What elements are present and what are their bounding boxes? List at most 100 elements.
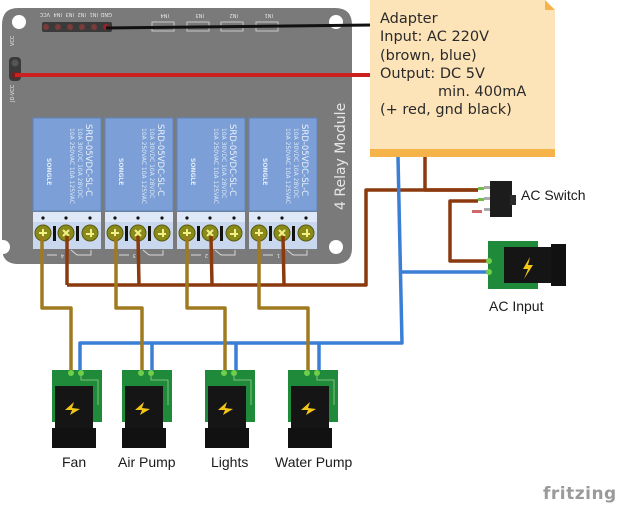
relay-rating-ac: 10A 250VAC 10A 125VAC [284, 128, 291, 204]
relay-body [248, 117, 318, 212]
wire-brown-relay3 [136, 235, 141, 286]
note-line-2: Input: AC 220V [380, 29, 489, 45]
relay-rating-dc: 10A 30VDC 10A 28VDC [76, 128, 83, 198]
relay-rating-ac: 10A 250VAC 10A 125VAC [140, 128, 147, 204]
relay-brand: SONGLE [45, 158, 52, 185]
power-bolt-icon [301, 402, 316, 415]
ac-input[interactable]: AC Input [486, 241, 566, 314]
relay-channel: 1 [277, 252, 280, 258]
outlet-jack [55, 386, 93, 430]
note-line-1: Adapter [380, 11, 438, 27]
outlet-label: Lights [211, 454, 248, 470]
relay-rating-ac: 10A 250VAC 10A 125VAC [68, 128, 75, 204]
outlet-fan[interactable]: Fan [52, 370, 102, 470]
relay-model: SRD-05VDC-SL-C [83, 124, 93, 196]
note-line-3: (brown, blue) [380, 48, 477, 64]
mount-hole [0, 240, 10, 254]
mount-hole [12, 15, 26, 29]
note-corner [545, 0, 555, 10]
pin-label-jd-vcc: JD-VCC [10, 84, 16, 103]
ac-input-label: AC Input [489, 298, 544, 314]
ac-switch-label: AC Switch [521, 187, 586, 203]
outlet-jack [125, 386, 163, 430]
wire-brown-relay1 [281, 235, 286, 286]
relay-channel: 4 [61, 252, 64, 258]
relay-silkscreen [47, 249, 92, 256]
outlet-jack-base [205, 428, 249, 448]
pin-label-vcc: VCC [39, 11, 50, 17]
led-label-in1: IN1 [265, 12, 273, 18]
relay-brand: SONGLE [189, 158, 196, 185]
ac-switch[interactable]: AC Switch [472, 181, 586, 217]
power-bolt-icon [65, 402, 80, 415]
led-label-in3: IN3 [196, 12, 204, 18]
note-body [370, 0, 555, 157]
adapter-note[interactable]: Adapter Input: AC 220V (brown, blue) Out… [370, 0, 555, 157]
pin-label-in1: IN1 [90, 11, 98, 17]
relay-model: SRD-05VDC-SL-C [227, 124, 237, 196]
wire-brown-switch-input [448, 199, 487, 263]
relay-rating-dc: 10A 30VDC 10A 28VDC [292, 128, 299, 198]
module-title: 4 Relay Module [333, 103, 349, 210]
outlet-label: Water Pump [275, 454, 352, 470]
pin-label-in4: IN4 [54, 11, 62, 17]
relay-silkscreen [119, 249, 164, 256]
relay-model: SRD-05VDC-SL-C [299, 124, 309, 196]
note-line-4: Output: DC 5V [380, 66, 485, 82]
pin-label-vcc-power: VCC [10, 35, 16, 46]
header-pin-labels: VCC IN4 IN3 IN2 IN1 GND [39, 11, 112, 17]
power-bolt-icon [218, 402, 233, 415]
note-line-5: min. 400mA [438, 84, 526, 100]
outlet-lights[interactable]: Lights [205, 370, 255, 470]
wire-blue-neutral-bus [78, 156, 404, 372]
wire-gold-fan [40, 236, 73, 372]
wire-brown-adapter-switch [423, 157, 478, 192]
wire-gold-water-pump [257, 236, 310, 372]
outlet-jack-base [122, 428, 166, 448]
relay-silkscreen [191, 249, 236, 256]
mount-hole [329, 240, 343, 254]
relay-brand: SONGLE [117, 158, 124, 185]
relay-rating-dc: 10A 30VDC 10A 28VDC [148, 128, 155, 198]
switch-lever[interactable] [510, 195, 516, 205]
relay-channel: 3 [133, 252, 136, 258]
ac-input-jack-end [551, 244, 566, 286]
relay-module[interactable]: VCC IN4 IN3 IN2 IN1 GND IN4 IN3 IN2 IN1 … [0, 8, 352, 264]
relay-rating-ac: 10A 250VAC 10A 125VAC [212, 128, 219, 204]
wire-brown-common-bus [67, 188, 478, 287]
note-bottom-bar [370, 149, 555, 157]
led-label-in4: IN4 [161, 12, 169, 18]
relay-body [176, 117, 246, 212]
relay-rating-dc: 10A 30VDC 10A 28VDC [220, 128, 227, 198]
outlets: Fan Air Pump Lights Water Pump [52, 370, 352, 470]
wire-brown-relay2 [209, 235, 214, 286]
header-pins[interactable] [42, 22, 112, 32]
outlet-label: Fan [62, 454, 86, 470]
relay-model: SRD-05VDC-SL-C [155, 124, 165, 196]
outlet-jack-base [288, 428, 332, 448]
outlet-water-pump[interactable]: Water Pump [275, 370, 352, 470]
wire-gold-air-pump [114, 236, 144, 372]
fritzing-watermark: fritzing [543, 484, 617, 504]
relay-brand: SONGLE [261, 158, 268, 185]
power-bolt-icon [523, 257, 533, 279]
outlet-jack-base [52, 428, 96, 448]
relay-body [104, 117, 174, 212]
power-bolt-icon [135, 402, 150, 415]
outlet-label: Air Pump [118, 454, 176, 470]
relay-silkscreen [263, 249, 308, 256]
outlet-air-pump[interactable]: Air Pump [118, 370, 176, 470]
relay-body [32, 117, 102, 212]
pin-label-in3: IN3 [66, 11, 74, 17]
wire-black-gnd [105, 23, 373, 30]
led-label-in2: IN2 [230, 12, 238, 18]
pin-label-in2: IN2 [78, 11, 86, 17]
outlet-jack [291, 386, 329, 430]
switch-body [490, 181, 512, 217]
pin-label-gnd: GND [100, 11, 112, 17]
wires [15, 23, 487, 372]
